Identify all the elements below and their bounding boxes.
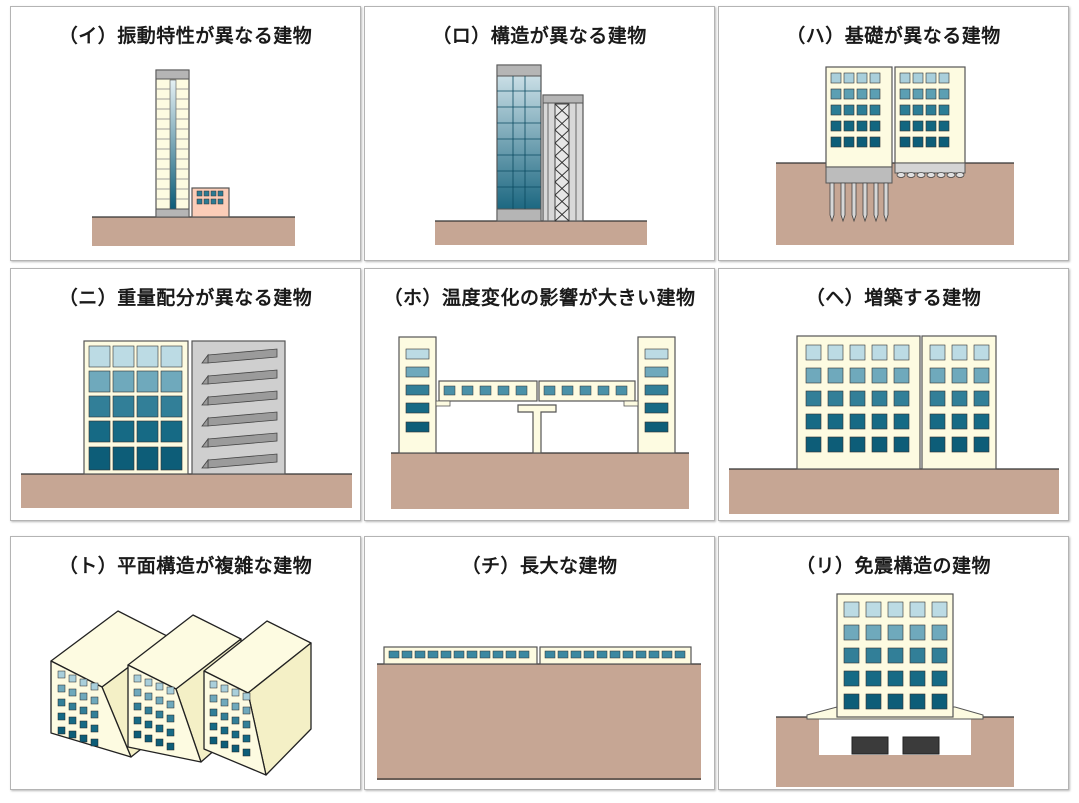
glass-tower-with-steel-frame-icon xyxy=(435,64,647,245)
panel-title: （ヘ）増築する建物 xyxy=(805,287,982,309)
tall-tower-with-low-annex-icon xyxy=(92,69,295,246)
panel-title: （ロ）構造が異なる建物 xyxy=(432,25,647,47)
panel-vibration: （イ）振動特性が異なる建物 xyxy=(10,6,361,261)
building-with-extension-icon xyxy=(729,335,1059,514)
long-low-building-icon xyxy=(377,646,701,780)
panel-base-isolation: （リ）免震構造の建物 xyxy=(718,536,1069,790)
base-isolated-building-icon xyxy=(776,593,1014,787)
panel-title: （ト）平面構造が複雑な建物 xyxy=(58,555,313,577)
isometric-building-blocks-icon xyxy=(50,610,312,776)
panel-title: （チ）長大な建物 xyxy=(461,555,618,577)
panel-temperature: （ホ）温度変化の影響が大きい建物 xyxy=(364,268,715,521)
panel-weight-distribution: （ニ）重量配分が異なる建物 xyxy=(10,268,361,521)
panel-structure: （ロ）構造が異なる建物 xyxy=(364,6,715,261)
panel-complex-plan: （ト）平面構造が複雑な建物 xyxy=(10,536,361,790)
panel-title: （イ）振動特性が異なる建物 xyxy=(58,25,313,47)
glass-block-and-parking-structure-icon xyxy=(21,340,352,508)
panel-extension: （ヘ）増築する建物 xyxy=(718,268,1069,521)
buildings-piles-vs-spread-footing-icon xyxy=(776,66,1014,245)
panel-title: （ニ）重量配分が異なる建物 xyxy=(58,287,313,309)
panel-title: （リ）免震構造の建物 xyxy=(795,555,991,577)
panel-title: （ハ）基礎が異なる建物 xyxy=(786,25,1001,47)
panel-title: （ホ）温度変化の影響が大きい建物 xyxy=(383,287,696,309)
panel-long-building: （チ）長大な建物 xyxy=(364,536,715,790)
panel-foundation: （ハ）基礎が異なる建物 xyxy=(718,6,1069,261)
long-bridge-between-towers-icon xyxy=(391,336,689,509)
